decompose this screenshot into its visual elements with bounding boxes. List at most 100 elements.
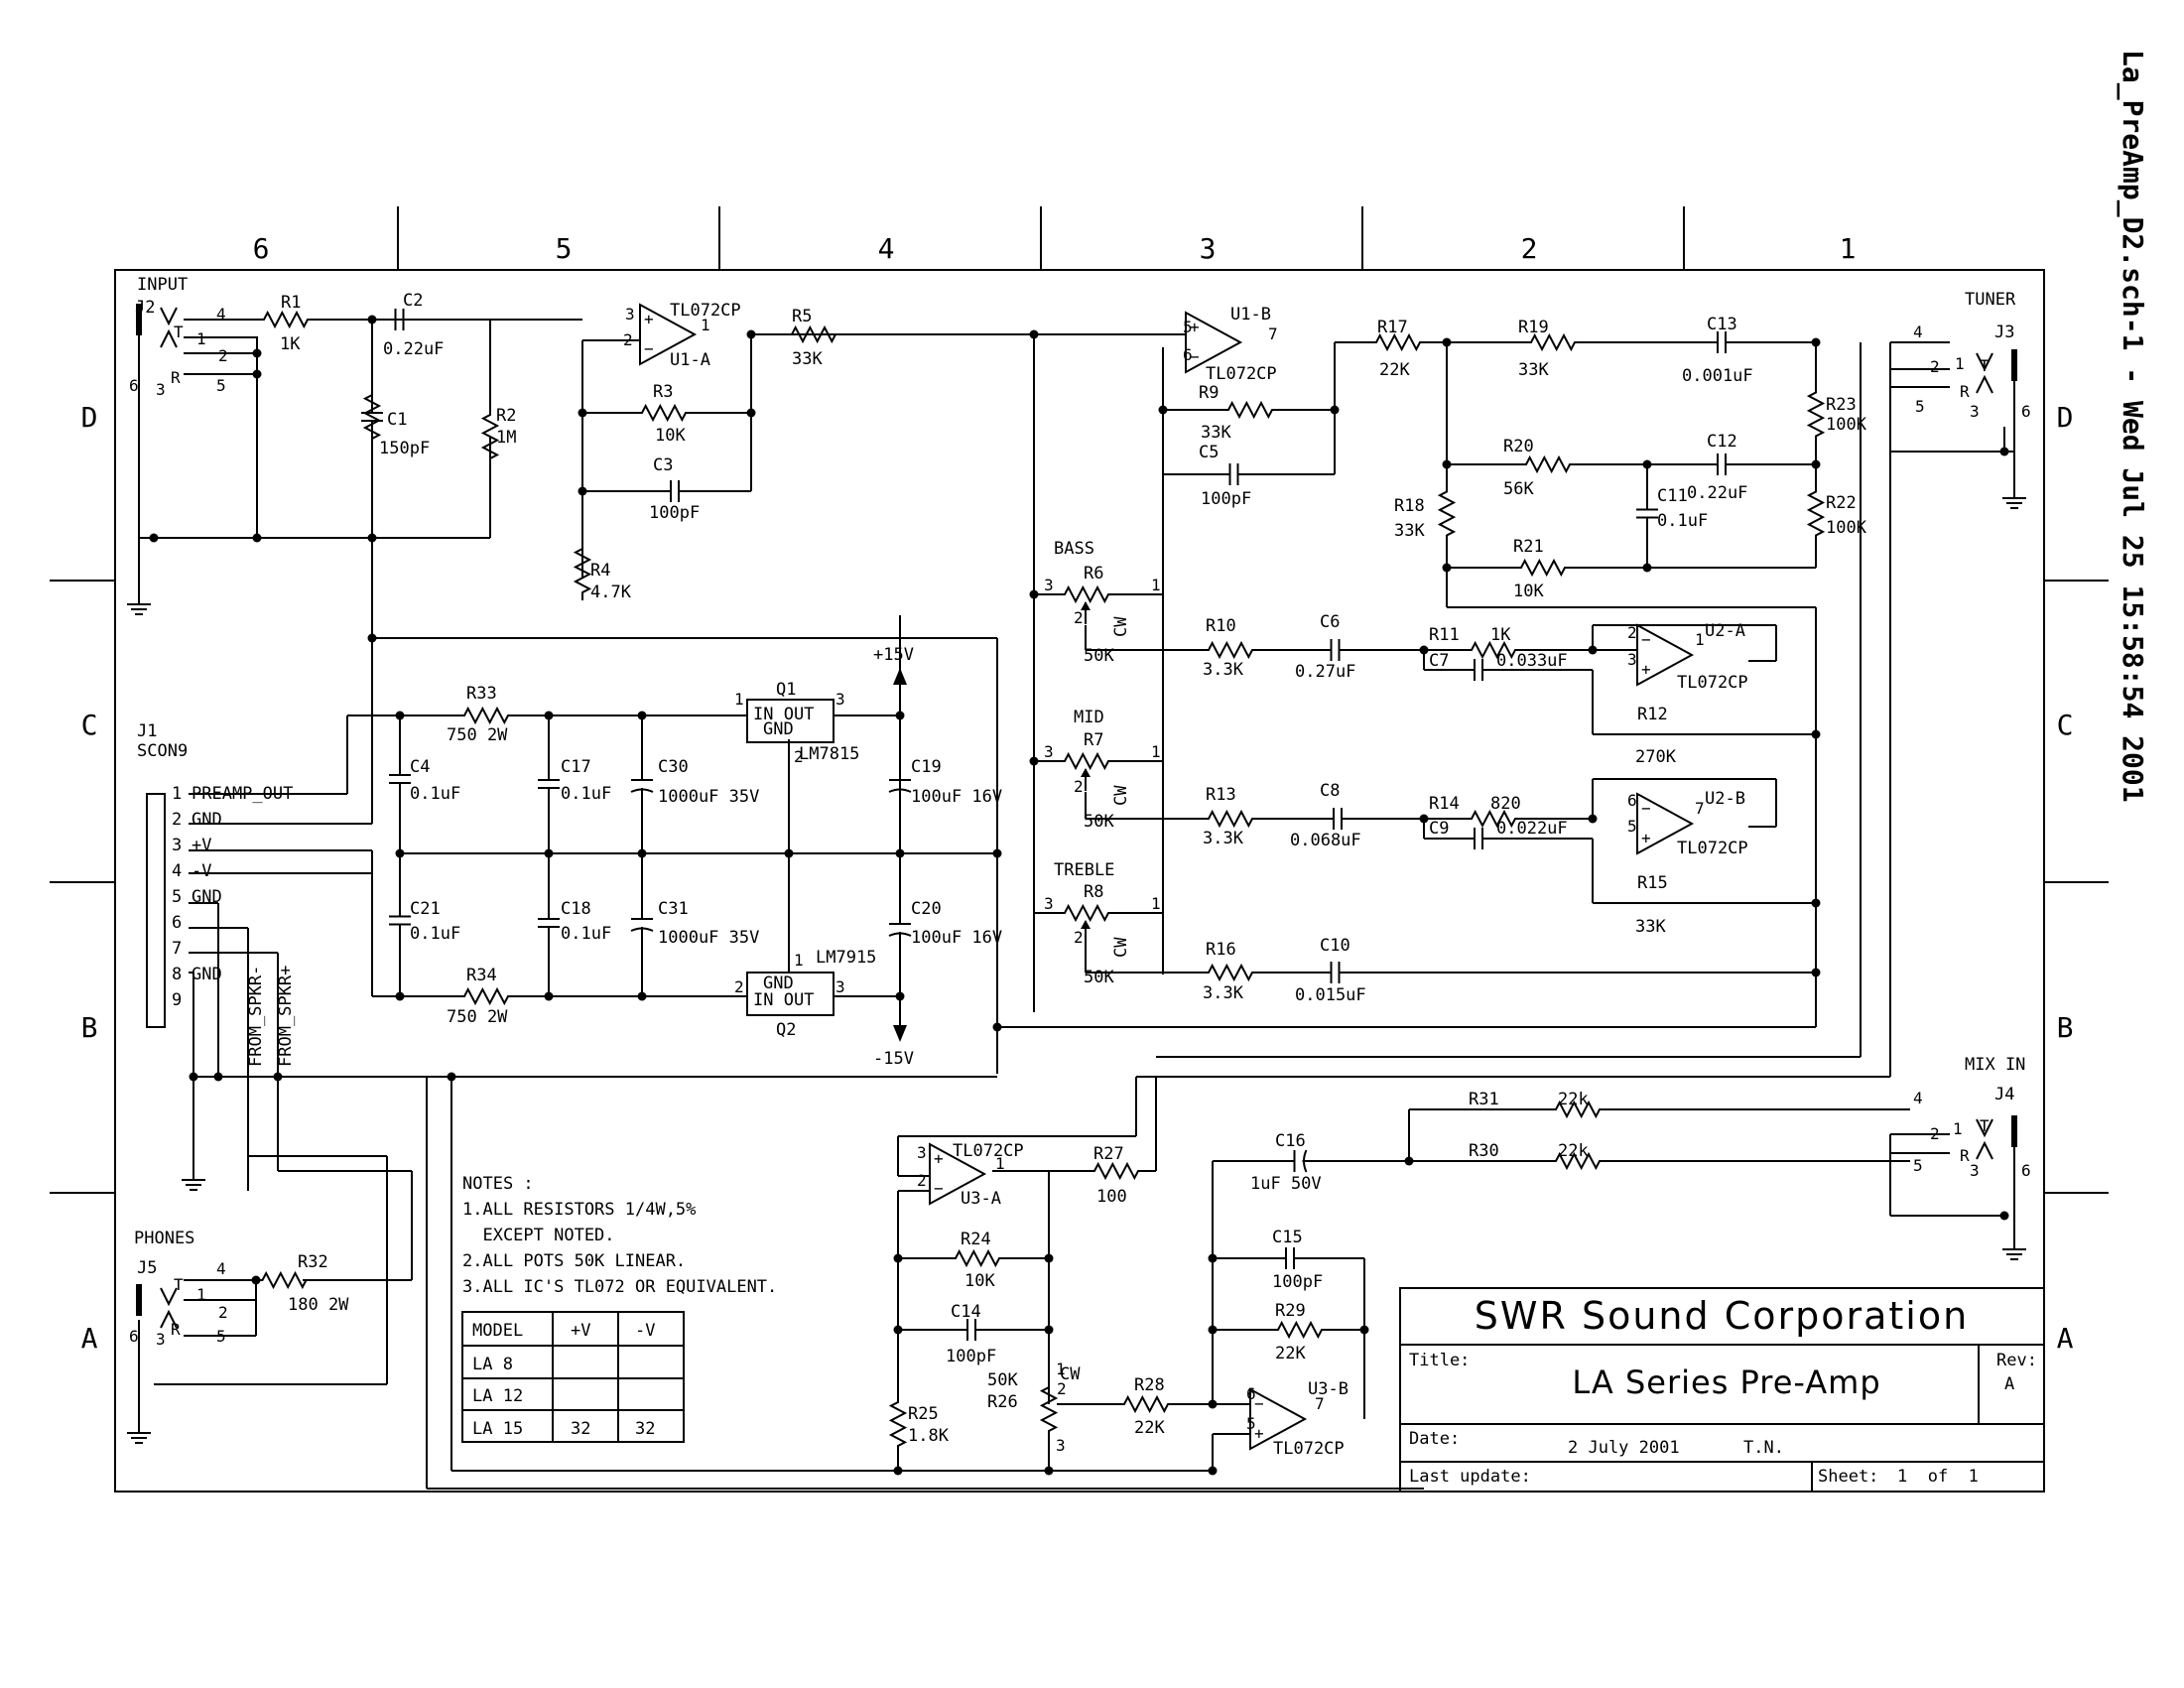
ref-designator: R4 [590, 561, 610, 581]
ground-symbol [126, 1418, 152, 1444]
pin-number: 4 [216, 1259, 226, 1278]
junction-dot [252, 348, 262, 358]
ref-designator: R23 [1826, 395, 1857, 415]
ref-designator: R3 [653, 382, 673, 402]
pin-number: 3 [1044, 742, 1054, 761]
capacitor-c4 [389, 764, 411, 794]
component-value: 270K [1635, 747, 1677, 767]
ref-designator: R15 [1637, 873, 1668, 893]
junction-dot [149, 533, 159, 543]
ref-designator: C2 [403, 291, 423, 311]
resistor-r23 [1806, 391, 1826, 438]
junction-dot [1044, 1253, 1054, 1263]
opamp-u1a: +− [639, 303, 698, 366]
capacitor-c9 [1459, 828, 1498, 849]
connector-pin-number: 8 [172, 965, 182, 984]
junction-dot [1044, 1466, 1054, 1476]
pin-number: 5 [1183, 318, 1193, 336]
junction-dot [367, 633, 377, 643]
resistor-r34 [456, 986, 516, 1006]
regulator-part: LM7915 [816, 948, 876, 968]
resistor-r20 [1518, 454, 1578, 474]
pot-label: BASS [1054, 539, 1094, 559]
component-value: 0.022uF [1496, 819, 1568, 839]
row-label: B [81, 1011, 98, 1044]
junction-dot [447, 1072, 456, 1082]
capacitor-c2 [372, 309, 427, 330]
regulator-part: LM7815 [799, 744, 859, 764]
pin-number: 6 [2021, 1161, 2031, 1180]
pot-label: TREBLE [1054, 860, 1114, 880]
jack-ref: J2 [135, 298, 155, 318]
component-value: 0.1uF [410, 784, 460, 804]
pin-number: 1 [1955, 354, 1965, 373]
junction-dot [1029, 329, 1039, 339]
junction-dot [1999, 1211, 2009, 1221]
junction-dot [367, 533, 377, 543]
wiring [138, 304, 2015, 1490]
pot-r6-bass-body [1057, 584, 1116, 604]
resistor-r33 [456, 706, 516, 725]
ref-designator: R29 [1275, 1301, 1306, 1321]
capacitor-c16 [1282, 1149, 1315, 1173]
junction-dot [895, 848, 905, 858]
opamp-input-sign: + [644, 310, 654, 328]
resistor-r17 [1367, 332, 1429, 352]
resistor-r16 [1201, 963, 1260, 982]
capacitor-c1-placeholder [362, 393, 382, 441]
pin-number: 4 [1913, 323, 1923, 341]
ref-designator: R28 [1134, 1375, 1165, 1395]
component-value: 100K [1826, 415, 1867, 435]
component-value: 22K [1275, 1344, 1306, 1363]
component-value: 100uF 16V [911, 787, 1002, 807]
pot-r26-body [1039, 1379, 1059, 1439]
opamp-u2b: −+ [1636, 792, 1695, 855]
pin-number: 3 [156, 1330, 166, 1349]
junction-dot [895, 991, 905, 1001]
opamp-input-sign: + [934, 1149, 944, 1168]
pin-number: 1 [995, 1154, 1005, 1173]
wiper-arrow [1081, 601, 1091, 610]
resistor-r18-body [1437, 490, 1457, 537]
ref-designator: R34 [466, 966, 497, 985]
component-value: 750 2W [447, 725, 508, 745]
pin-number: T [1980, 356, 1990, 375]
pin-number: 3 [835, 977, 845, 996]
pin-number: 2 [1074, 928, 1084, 947]
ref-designator: R32 [298, 1252, 328, 1272]
opamp-input-sign: − [1190, 347, 1200, 366]
opamp-input-sign: + [1190, 318, 1200, 336]
connector-pin-name: PREAMP_OUT [192, 784, 293, 804]
component-value: 50K [1084, 646, 1114, 666]
date-value: 2 July 2001 [1568, 1438, 1680, 1458]
pin-number: T [174, 323, 184, 341]
resistor-r22 [1806, 490, 1826, 537]
connector-ref: J1 [137, 721, 157, 741]
cw-label: CW [1111, 937, 1131, 958]
regulator-pins: IN OUT [753, 705, 814, 724]
sheet-label: Sheet: [1818, 1467, 1878, 1487]
resistor-r29 [1270, 1320, 1330, 1340]
ref-designator: C30 [658, 757, 689, 777]
junction-dot [273, 1072, 283, 1082]
jack-label: PHONES [134, 1229, 194, 1248]
cw-label: CW [1111, 616, 1131, 637]
pin-number: T [1980, 1116, 1990, 1135]
resistor-r10 [1201, 640, 1260, 660]
labels: R11KC20.22uFC1150pFR21MR310KC3100pFR44.7… [129, 275, 2031, 1459]
col-label: 1 [1840, 232, 1857, 265]
connector-part: SCON9 [137, 741, 188, 761]
component-value: 180 2W [288, 1295, 349, 1315]
opamp-u3a: +− [929, 1142, 987, 1206]
pin-number: 3 [625, 305, 635, 324]
ref-designator: R22 [1826, 493, 1857, 513]
capacitor-c30 [630, 769, 654, 799]
pin-number: 7 [1695, 799, 1705, 818]
component-value: 22k [1558, 1090, 1589, 1109]
table-header: MODEL [472, 1321, 523, 1341]
ref-designator: C17 [561, 757, 591, 777]
pin-number: 3 [1627, 650, 1637, 669]
capacitor-c5 [1216, 463, 1252, 485]
ref-designator: C11 [1657, 486, 1688, 506]
ref-designator: C13 [1707, 315, 1737, 334]
